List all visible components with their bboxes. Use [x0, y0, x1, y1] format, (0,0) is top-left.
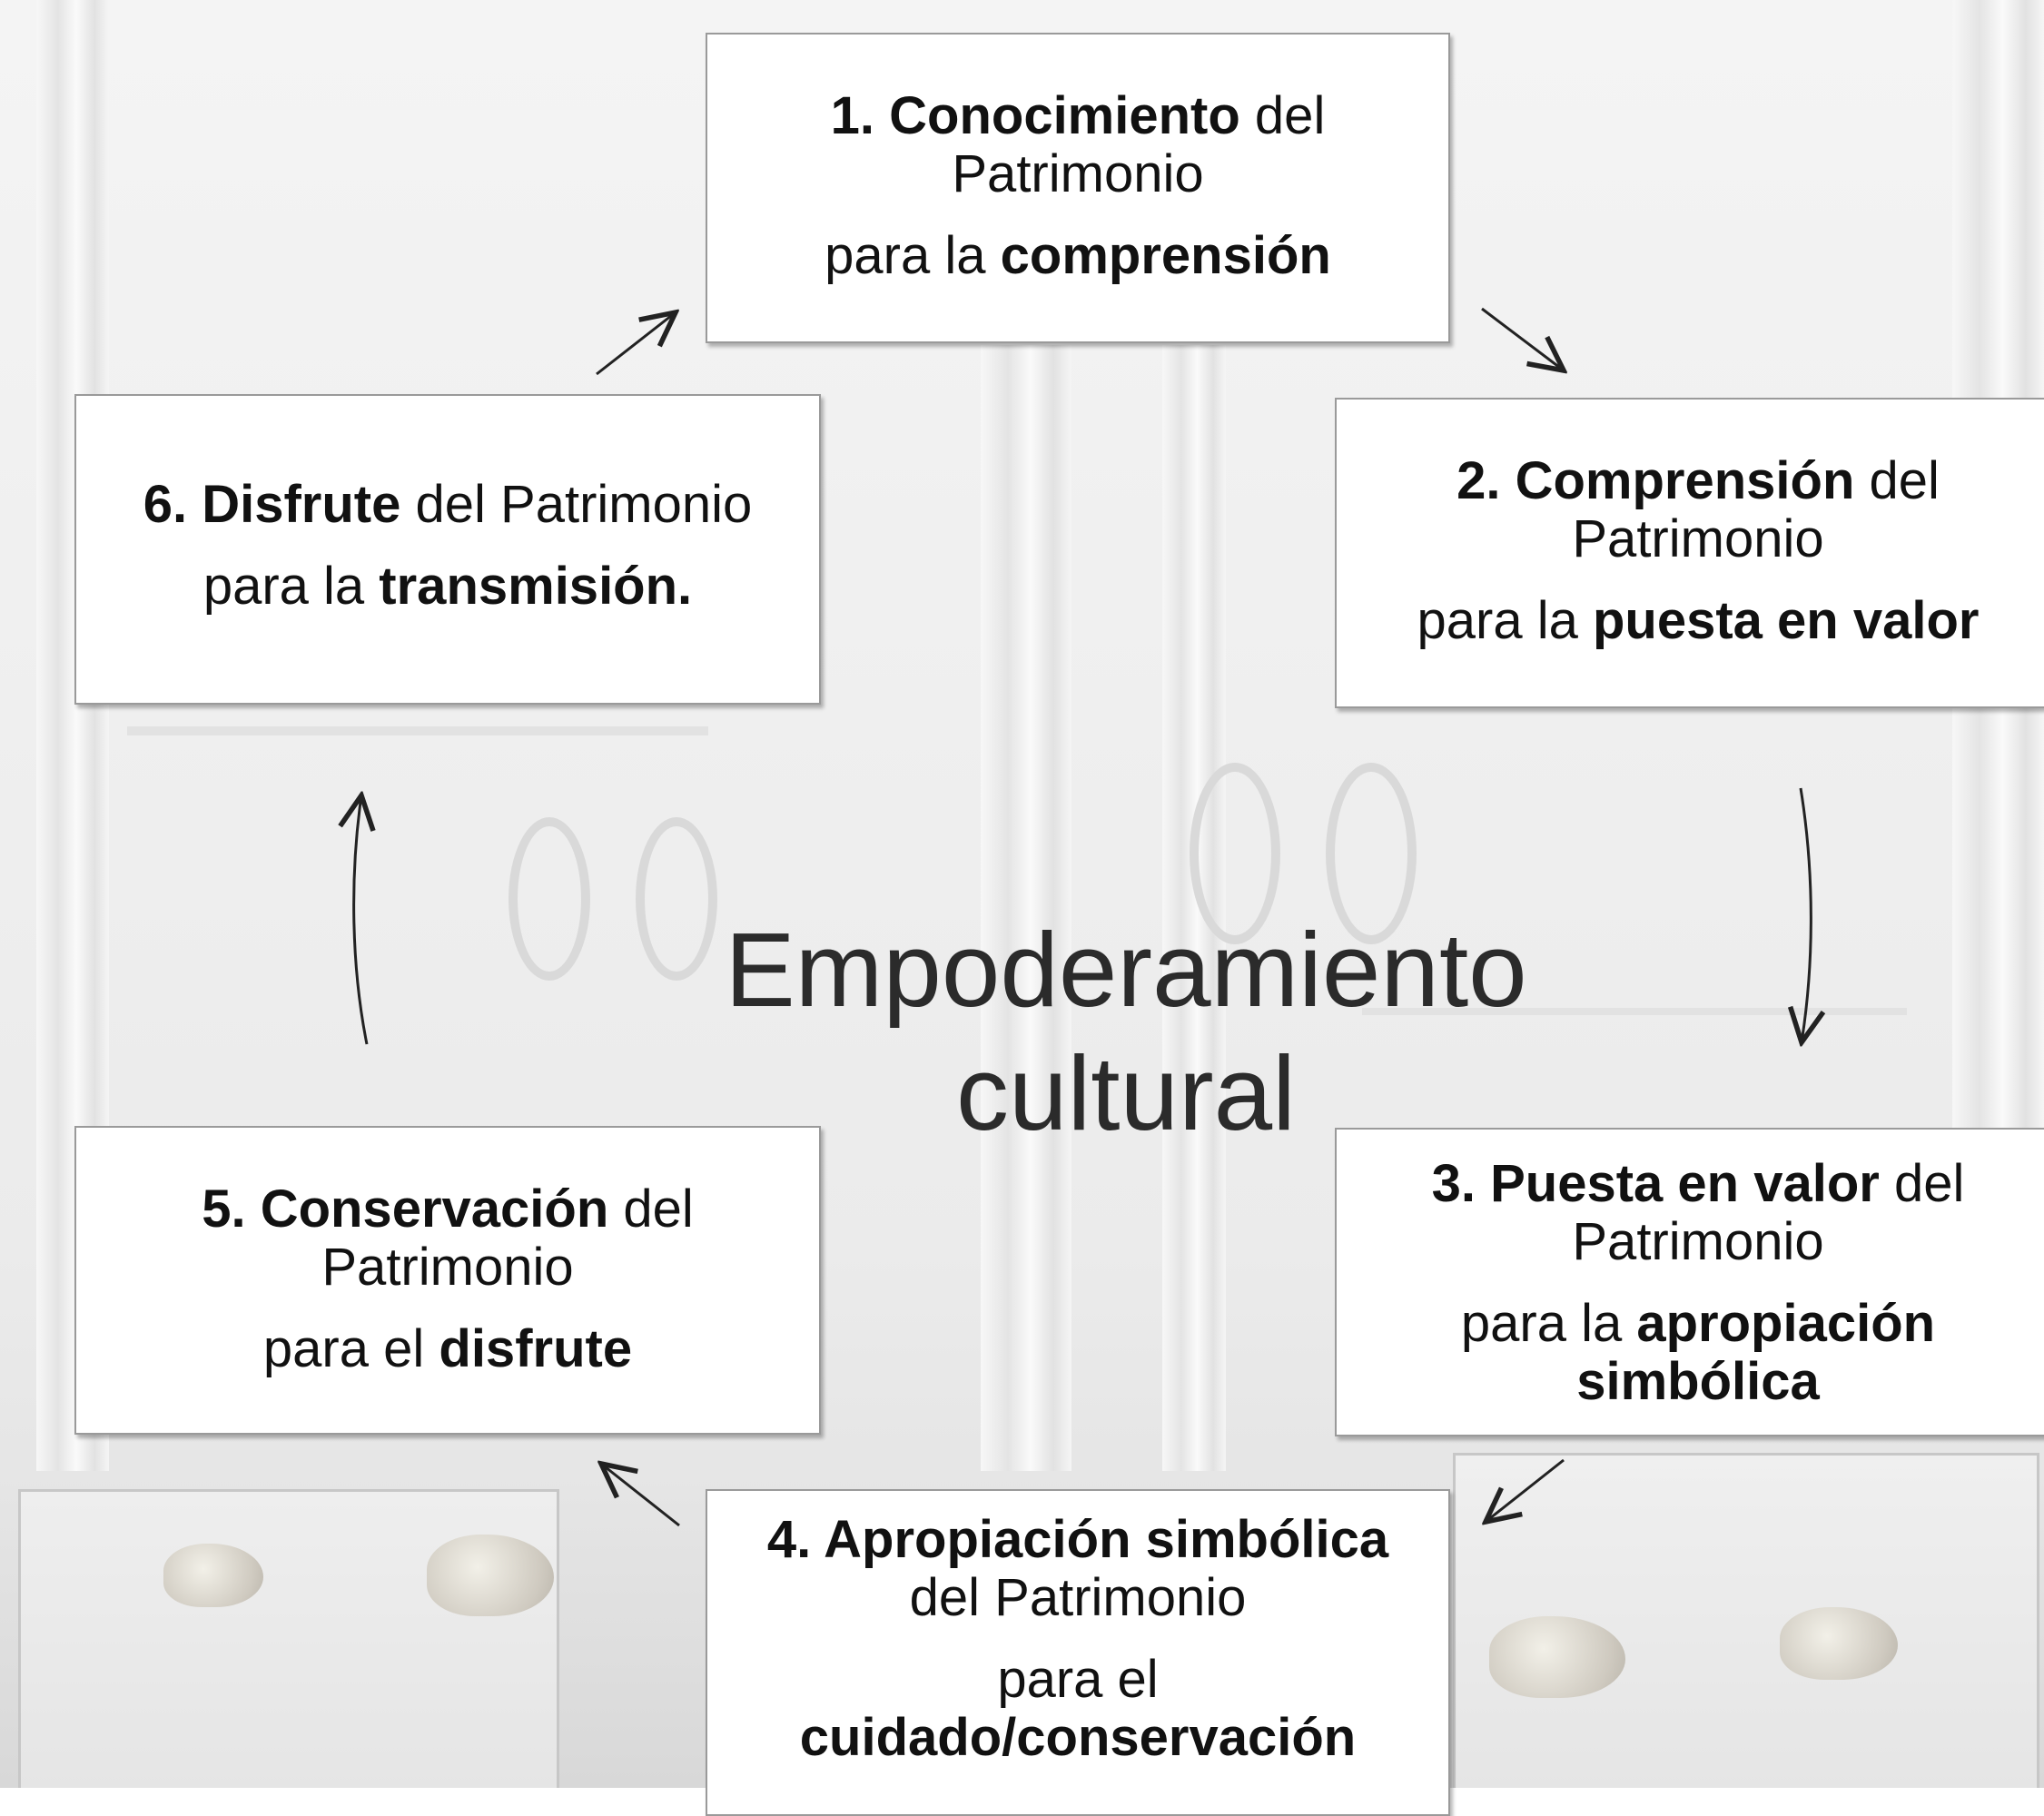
- step-1-purpose: comprensión: [1000, 226, 1331, 285]
- step-6-purpose-prefix: para la: [202, 557, 380, 616]
- step-4-box: 4. Apropiación simbólica del Patrimonio …: [706, 1489, 1450, 1816]
- step-2-title: 2. Comprensión: [1456, 451, 1855, 510]
- step-4-subject: del Patrimonio: [909, 1568, 1247, 1627]
- step-3-title-rest: del: [1879, 1154, 1965, 1213]
- step-5-subject: Patrimonio: [321, 1238, 574, 1297]
- step-4-purpose-prefix: para el: [997, 1650, 1159, 1709]
- center-title: Empoderamiento cultural: [725, 911, 1527, 1152]
- step-6-title: 6. Disfrute: [143, 475, 401, 534]
- step-1-purpose-prefix: para la: [825, 226, 1001, 285]
- step-1-title-rest: del: [1239, 86, 1326, 145]
- step-2-subject: Patrimonio: [1572, 509, 1824, 568]
- step-5-title-rest: del: [608, 1179, 694, 1239]
- step-3-title: 3. Puesta en valor: [1431, 1154, 1880, 1213]
- step-6-box: 6. Disfrute del Patrimonio para la trans…: [74, 394, 821, 705]
- step-2-title-rest: del: [1854, 451, 1940, 510]
- step-2-box: 2. Comprensión del Patrimonio para la pu…: [1335, 398, 2044, 708]
- step-5-purpose-prefix: para el: [262, 1319, 439, 1378]
- step-3-purpose-prefix: para la: [1460, 1294, 1637, 1353]
- step-5-purpose: disfrute: [439, 1319, 633, 1378]
- step-6-purpose: transmisión.: [379, 557, 693, 616]
- step-6-title-rest: del Patrimonio: [400, 475, 753, 534]
- step-1-box: 1. Conocimiento del Patrimonio para la c…: [706, 33, 1450, 343]
- step-3-box: 3. Puesta en valor del Patrimonio para l…: [1335, 1128, 2044, 1436]
- step-5-box: 5. Conservación del Patrimonio para el d…: [74, 1126, 821, 1435]
- step-2-purpose-prefix: para la: [1417, 591, 1593, 650]
- step-3-subject: Patrimonio: [1572, 1212, 1824, 1271]
- step-2-purpose: puesta en valor: [1592, 591, 1980, 650]
- step-1-subject: Patrimonio: [952, 144, 1204, 203]
- step-5-title: 5. Conservación: [202, 1179, 609, 1239]
- step-3-purpose: apropiación: [1636, 1294, 1936, 1353]
- step-4-title: 4. Apropiación simbólica: [766, 1510, 1389, 1569]
- step-1-title: 1. Conocimiento: [830, 86, 1240, 145]
- step-4-purpose: cuidado/conservación: [799, 1708, 1357, 1767]
- step-3-purpose-cont: simbólica: [1576, 1352, 1820, 1411]
